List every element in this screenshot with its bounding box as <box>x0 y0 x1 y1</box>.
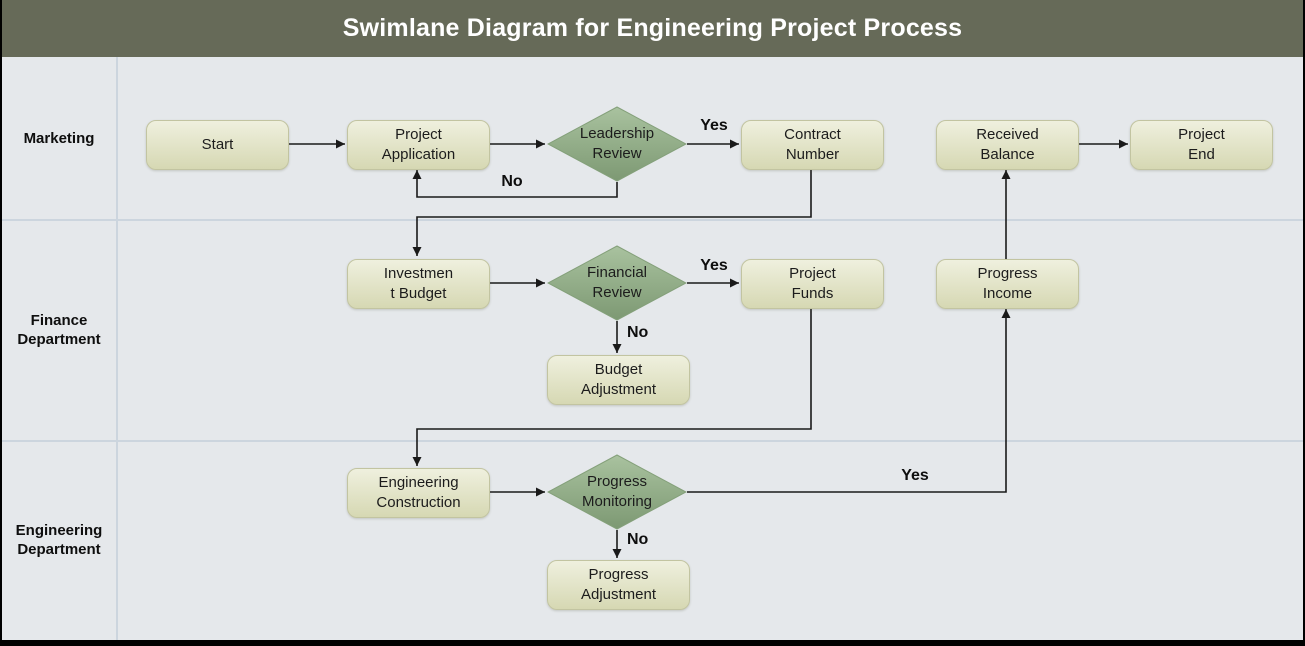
label-line: Budget <box>594 361 643 378</box>
node-start: Start <box>146 120 289 170</box>
frame-border-bottom <box>0 640 1305 646</box>
label-line: Project <box>1178 126 1225 143</box>
label-line: t Budget <box>390 285 447 302</box>
diamond-shape <box>547 454 687 530</box>
node-progress-adjustment-label: Progress Adjustment <box>581 565 656 605</box>
lane-divider-finance-engineering <box>2 440 1303 442</box>
lane-label-line: Finance <box>30 311 88 329</box>
edge-label-progress-no: No <box>627 531 649 548</box>
diagram-header: Swimlane Diagram for Engineering Project… <box>0 0 1305 57</box>
node-leadership-review-label: Leadership Review <box>580 124 654 164</box>
node-contract-number: Contract Number <box>741 120 884 170</box>
node-received-balance: Received Balance <box>936 120 1079 170</box>
diamond-shape <box>547 106 687 182</box>
node-project-funds-label: Project Funds <box>789 264 836 304</box>
node-investment-budget-label: Investmen t Budget <box>384 264 453 304</box>
lane-label-marketing: Marketing <box>2 57 116 219</box>
lane-label-line: Engineering <box>15 522 103 539</box>
lane-label-line: Marketing <box>23 129 95 147</box>
node-budget-adjustment-label: Budget Adjustment <box>581 360 656 400</box>
label-line: End <box>1188 146 1215 163</box>
label-line: Review <box>592 145 642 162</box>
node-progress-monitoring-label: Progress Monitoring <box>582 472 652 512</box>
label-line: Application <box>381 146 456 163</box>
lane-label-finance: Finance Department <box>2 219 116 440</box>
edge-label-leadership-yes: Yes <box>700 117 728 134</box>
edge-label-progress-yes: Yes <box>901 467 929 484</box>
node-progress-monitoring: Progress Monitoring <box>547 454 687 530</box>
node-progress-adjustment: Progress Adjustment <box>547 560 690 610</box>
label-line: Balance <box>980 146 1035 163</box>
label-line: Funds <box>791 285 834 302</box>
label-line: Investmen <box>383 265 454 282</box>
label-line: Project <box>395 126 442 143</box>
node-financial-review-label: Financial Review <box>587 263 647 303</box>
label-line: Engineering <box>378 474 459 491</box>
label-line: Leadership <box>579 125 655 142</box>
lane-label-line: Department <box>17 541 101 558</box>
node-leadership-review: Leadership Review <box>547 106 687 182</box>
node-project-application: Project Application <box>347 120 490 170</box>
lane-label-engineering: Engineering Department <box>2 440 116 640</box>
node-start-label: Start <box>202 135 234 155</box>
frame-border-right <box>1303 0 1305 646</box>
label-line: Progress <box>977 265 1038 282</box>
lane-label-column-divider <box>116 57 118 640</box>
node-progress-income-label: Progress Income <box>977 264 1037 304</box>
lane-label-line: Department <box>17 330 101 348</box>
node-progress-income: Progress Income <box>936 259 1079 309</box>
label-line: Income <box>982 285 1033 302</box>
node-project-end: Project End <box>1130 120 1273 170</box>
node-project-application-label: Project Application <box>382 125 455 165</box>
edge-label-leadership-no: No <box>501 173 523 190</box>
node-investment-budget: Investmen t Budget <box>347 259 490 309</box>
lane-divider-marketing-finance <box>2 219 1303 221</box>
node-engineering-construction: Engineering Construction <box>347 468 490 518</box>
label-line: Progress <box>588 566 649 583</box>
node-received-balance-label: Received Balance <box>976 125 1039 165</box>
edge-label-financial-no: No <box>627 324 649 341</box>
node-financial-review: Financial Review <box>547 245 687 321</box>
diagram-title: Swimlane Diagram for Engineering Project… <box>342 14 963 42</box>
label-line: Review <box>592 284 642 301</box>
node-contract-number-label: Contract Number <box>784 125 841 165</box>
diamond-shape <box>547 245 687 321</box>
label-line: Construction <box>376 494 461 511</box>
node-project-funds: Project Funds <box>741 259 884 309</box>
label-line: Contract <box>784 126 841 143</box>
label-line: Adjustment <box>580 586 657 603</box>
frame-border-left <box>0 0 2 646</box>
node-project-end-label: Project End <box>1178 125 1225 165</box>
label-line: Number <box>785 146 840 163</box>
edge-label-financial-yes: Yes <box>700 257 728 274</box>
label-line: Financial <box>586 264 648 281</box>
node-engineering-construction-label: Engineering Construction <box>376 473 460 513</box>
label-line: Project <box>789 265 836 282</box>
edge-progress-monitoring-yes-to-progress-income <box>687 309 1011 493</box>
label-line: Adjustment <box>580 381 657 398</box>
label-line: Progress <box>586 473 647 490</box>
label-line: Start <box>201 136 234 153</box>
label-line: Received <box>976 126 1039 143</box>
label-line: Monitoring <box>581 493 653 510</box>
node-budget-adjustment: Budget Adjustment <box>547 355 690 405</box>
